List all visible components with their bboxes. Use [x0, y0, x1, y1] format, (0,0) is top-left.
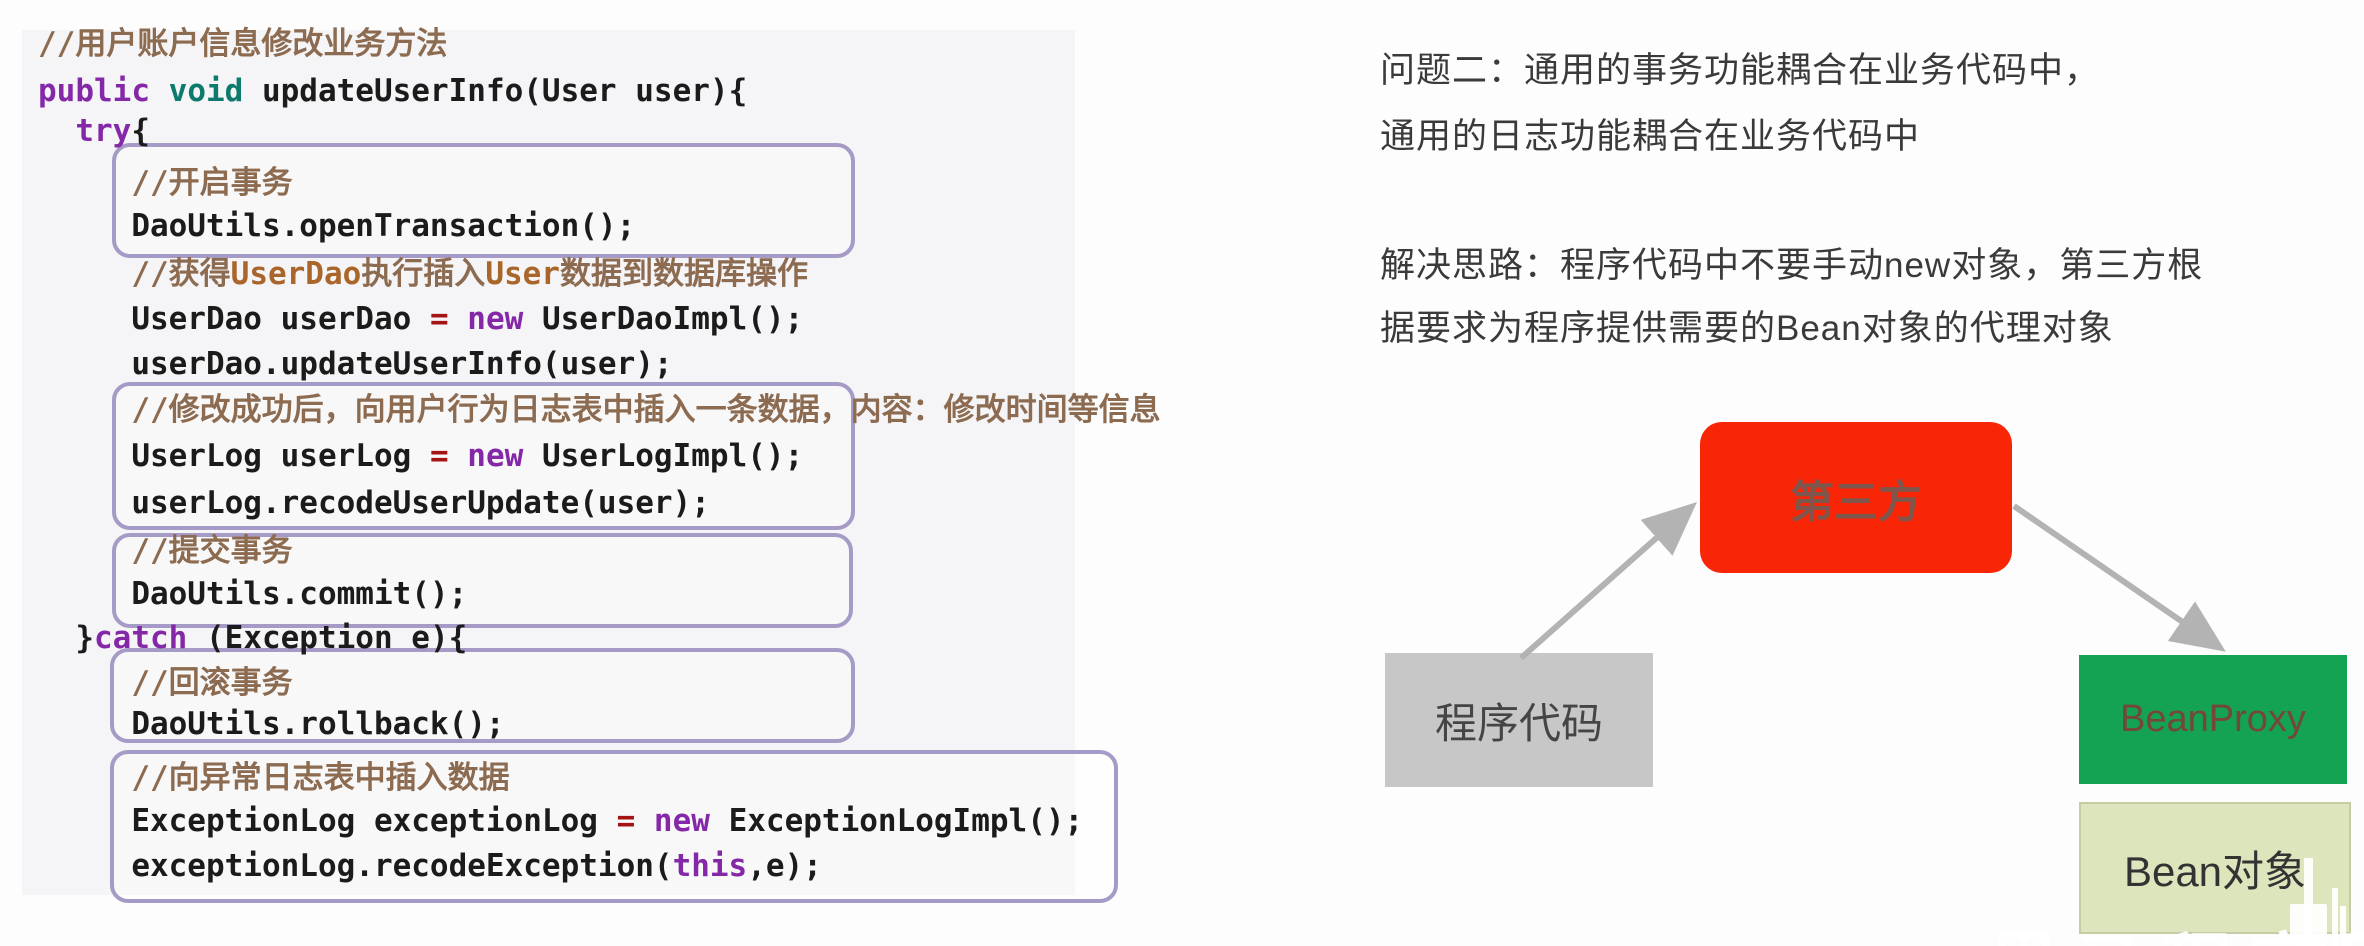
solution-text-line2: 据要求为程序提供需要的Bean对象的代理对象 — [1380, 309, 2114, 348]
code-segment-plain: DaoUtils.commit(); — [38, 576, 468, 612]
code-segment-comment: //获得 — [131, 256, 231, 292]
code-segment-plain — [449, 301, 468, 337]
code-segment-kw: this — [672, 848, 748, 884]
code-line: //回滚事务 — [38, 665, 293, 701]
arrow-program-to-third-party — [1519, 502, 1697, 661]
code-segment-comment: //用户账户信息修改业务方法 — [38, 26, 448, 62]
code-line: exceptionLog.recodeException(this,e); — [38, 849, 822, 883]
code-segment-kw: catch — [94, 620, 188, 656]
code-segment-kw: try — [75, 113, 132, 149]
code-segment-plain — [449, 438, 468, 474]
code-segment-commentBold: UserDao — [230, 256, 362, 292]
diagram-program-code-label: 程序代码 — [1434, 699, 1603, 747]
code-segment-plain: ExceptionLogImpl(); — [709, 803, 1084, 839]
diagram-bean-object-label: Bean对象 — [2123, 847, 2307, 895]
code-segment-plain: } — [38, 620, 94, 656]
code-line: userDao.updateUserInfo(user); — [38, 346, 673, 382]
watermark-text: 黑马程序员 — [1988, 908, 2364, 946]
code-line: //修改成功后，向用户行为日志表中插入一条数据，内容：修改时间等信息 — [38, 392, 1161, 428]
diagram-bean-proxy-label: BeanProxy — [2120, 698, 2306, 740]
code-segment-kw: public — [38, 73, 150, 109]
diagram-program-code-box: 程序代码 — [1385, 653, 1653, 787]
code-line: DaoUtils.rollback(); — [38, 706, 505, 742]
code-line: public void updateUserInfo(User user){ — [38, 74, 747, 108]
code-segment-type: void — [168, 73, 244, 109]
code-segment-plain: UserLogImpl(); — [523, 438, 804, 474]
code-line: }catch (Exception e){ — [38, 621, 467, 655]
diagram-third-party-label: 第三方 — [1790, 477, 1922, 527]
code-segment-plain — [38, 392, 131, 428]
code-line: try{ — [38, 114, 150, 148]
code-segment-commentBold: User — [485, 256, 560, 292]
code-segment-op: = — [429, 438, 449, 474]
code-segment-plain — [38, 113, 75, 149]
code-segment-plain: DaoUtils.openTransaction(); — [38, 208, 636, 244]
code-line: //向异常日志表中插入数据 — [38, 760, 510, 796]
code-line: //开启事务 — [38, 165, 293, 201]
code-segment-plain — [635, 803, 654, 839]
code-line: //用户账户信息修改业务方法 — [38, 27, 447, 61]
arrow-third-party-to-bean-proxy — [2012, 503, 2226, 652]
problem-text-line2: 通用的日志功能耦合在业务代码中 — [1380, 117, 1921, 156]
code-segment-kw: new — [467, 438, 524, 474]
code-line: DaoUtils.commit(); — [38, 577, 467, 611]
code-segment-plain: UserLog userLog — [38, 438, 430, 474]
code-segment-plain — [38, 533, 131, 569]
code-segment-plain — [38, 665, 131, 701]
code-line: ExceptionLog exceptionLog = new Exceptio… — [38, 804, 1083, 838]
code-segment-op: = — [429, 301, 449, 337]
solution-text-line1: 解决思路：程序代码中不要手动new对象，第三方根 — [1380, 246, 2204, 285]
code-segment-kw: new — [467, 301, 524, 337]
code-segment-plain: ,e); — [747, 848, 822, 884]
watermark-logo-icon — [2290, 858, 2346, 946]
code-segment-plain — [150, 73, 169, 109]
problem-text-line1: 问题二：通用的事务功能耦合在业务代码中， — [1380, 51, 2101, 90]
code-segment-plain: UserDaoImpl(); — [523, 301, 804, 337]
code-line: //提交事务 — [38, 533, 293, 569]
code-segment-comment: //回滚事务 — [131, 665, 293, 701]
code-segment-comment: //开启事务 — [131, 165, 293, 201]
code-line: UserLog userLog = new UserLogImpl(); — [38, 439, 803, 473]
diagram-third-party-box: 第三方 — [1700, 422, 2012, 573]
code-segment-plain: updateUserInfo(User user){ — [243, 73, 748, 109]
code-segment-comment: 执行插入 — [361, 256, 486, 292]
code-segment-comment: //修改成功后，向用户行为日志表中插入一条数据，内容：修改时间等信息 — [131, 392, 1161, 428]
code-segment-plain: (Exception e){ — [187, 620, 468, 656]
code-segment-plain: userDao.updateUserInfo(user); — [38, 346, 673, 382]
code-segment-plain: exceptionLog.recodeException( — [38, 848, 673, 884]
code-line: DaoUtils.openTransaction(); — [38, 209, 635, 243]
code-segment-comment: 数据到数据库操作 — [559, 256, 808, 292]
code-segment-kw: new — [653, 803, 710, 839]
diagram-bean-proxy-box: BeanProxy — [2079, 655, 2347, 784]
code-segment-plain — [38, 256, 131, 292]
code-segment-comment: //向异常日志表中插入数据 — [131, 760, 510, 796]
code-segment-plain: ExceptionLog exceptionLog — [38, 803, 617, 839]
code-line: //获得UserDao执行插入User数据到数据库操作 — [38, 257, 808, 291]
code-segment-comment: //提交事务 — [131, 533, 293, 569]
code-segment-plain: userLog.recodeUserUpdate(user); — [38, 485, 710, 521]
code-line: userLog.recodeUserUpdate(user); — [38, 486, 710, 520]
code-line: UserDao userDao = new UserDaoImpl(); — [38, 302, 803, 336]
code-segment-plain: { — [131, 113, 150, 149]
code-segment-plain — [38, 760, 131, 796]
code-segment-plain — [38, 165, 131, 201]
code-segment-plain: UserDao userDao — [38, 301, 430, 337]
code-segment-op: = — [616, 803, 636, 839]
code-segment-plain: DaoUtils.rollback(); — [38, 706, 505, 742]
